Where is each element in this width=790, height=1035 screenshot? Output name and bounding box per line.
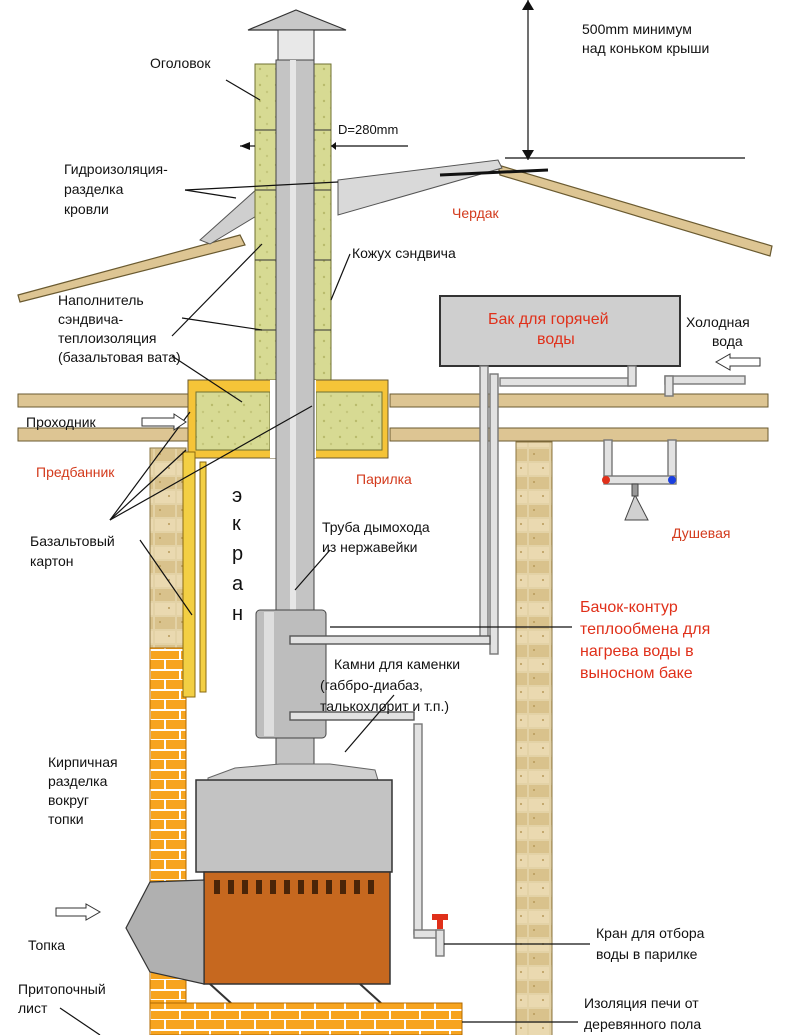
label-screen-r: р [232,543,243,565]
label-hot-tank-2: воды [537,331,575,348]
label-waterproof-2: разделка [64,181,124,197]
chimney-cap [247,9,347,63]
label-insulation-1: Изоляция печи от [584,995,699,1011]
label-diameter: D=280mm [338,122,398,137]
stove-base [149,1002,463,1035]
label-pipe-1: Труба дымохода [322,519,430,535]
label-anteroom: Предбанник [36,464,115,480]
cold-water-arrow-icon [714,353,761,371]
label-stones-3: талькохлорит и т.п.) [320,698,449,714]
label-waterproof-3: кровли [64,201,109,217]
passage-arrow-icon [141,413,187,431]
hot-water-tank [439,295,681,367]
label-min-height-1: 500mm минимум [582,21,692,37]
label-brick-3: вокруг [48,792,89,808]
label-min-height-2: над коньком крыши [582,40,709,56]
label-tap-2: воды в парилке [596,946,698,962]
height-dimension [505,0,745,160]
label-stones-1: Камни для каменки [334,656,460,672]
label-stones-2: (габбро-диабаз, [320,677,423,693]
label-screen-e: э [232,485,242,507]
stove [125,779,393,1005]
roof [17,159,773,303]
label-shower: Душевая [672,525,730,541]
label-basalt-2: картон [30,553,73,569]
label-cold-water-2: вода [712,333,743,349]
label-steam-room: Парилка [356,471,412,487]
cold-tap-icon [668,476,676,484]
label-filler-4: (базальтовая вата) [58,349,181,365]
tap-handle-icon [432,914,448,920]
label-basalt-1: Базальтовый [30,533,115,549]
label-hot-tank-1: Бак для горячей [488,311,609,328]
label-attic: Чердак [452,205,500,221]
label-firebox: Топка [28,937,65,953]
label-filler-1: Наполнитель [58,292,144,308]
leader-lines [59,79,590,1035]
label-heat-ex-4: выносном баке [580,665,693,682]
water-pipes [413,365,746,957]
label-heat-ex-1: Бачок-контур [580,599,678,616]
hot-tap-icon [602,476,610,484]
label-insulation-2: деревянного пола [584,1016,701,1032]
label-cold-water-1: Холодная [686,314,750,330]
label-heat-ex-2: теплообмена для [580,621,710,638]
heat-exchanger [255,609,327,769]
label-filler-3: теплоизоляция [58,330,156,346]
label-filler-2: сэндвича- [58,311,124,327]
label-tap-1: Кран для отбора [596,925,705,941]
label-waterproof-1: Гидроизоляция- [64,161,168,177]
label-sandwich-casing: Кожух сэндвича [352,245,456,261]
firebox-arrow-icon [55,903,102,921]
label-pre-fire-1: Притопочный [18,981,106,997]
label-cap: Оголовок [150,55,211,71]
label-brick-1: Кирпичная [48,754,118,770]
label-passage: Проходник [26,414,97,430]
label-screen-n: н [232,603,243,625]
ridge [439,168,549,177]
sauna-stones [207,763,379,781]
label-screen-a: а [232,573,244,595]
firebox-tunnel [125,879,205,985]
shower-head [624,493,649,521]
label-heat-ex-3: нагрева воды в [580,643,694,660]
label-pipe-2: из нержавейки [322,539,417,555]
label-screen-k: к [232,513,241,535]
right-wall [515,441,553,1035]
ceiling [17,379,769,459]
label-brick-4: топки [48,811,84,827]
label-pre-fire-2: лист [18,1000,48,1016]
label-brick-2: разделка [48,773,108,789]
